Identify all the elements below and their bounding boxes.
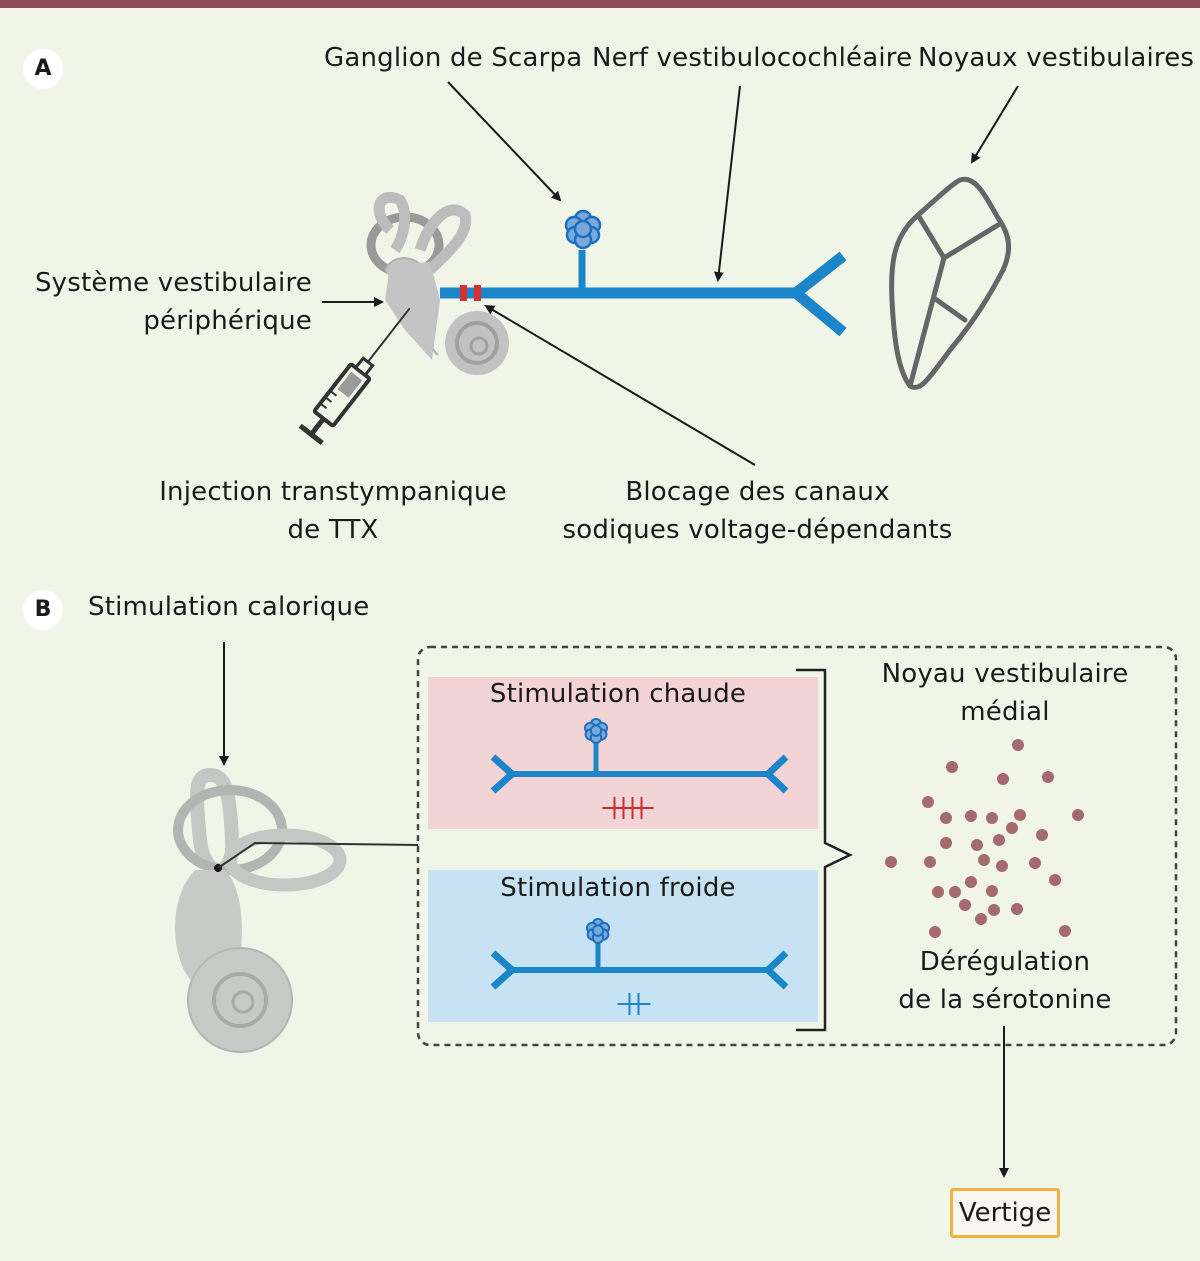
vertigo-outcome-box: Vertige — [950, 1188, 1060, 1238]
serotonin-dot — [971, 839, 983, 851]
label-serotonin-line2: de la sérotonine — [898, 985, 1112, 1015]
cold-stimulation-box — [428, 870, 818, 1022]
vestibular-nuclei-icon — [889, 176, 1012, 390]
label-peripheral-line1: Système vestibulaire — [34, 268, 312, 298]
syringe-icon — [298, 307, 411, 445]
label-ganglion-scarpa: Ganglion de Scarpa — [324, 43, 583, 73]
vestibular-nerve — [440, 250, 847, 337]
inner-ear-icon — [366, 191, 509, 375]
label-medial-nucleus-line2: médial — [960, 697, 1050, 727]
serotonin-dot — [986, 885, 998, 897]
serotonin-dot — [885, 856, 897, 868]
arrow-sodium-block — [484, 304, 756, 466]
label-medial-nucleus-line1: Noyau vestibulaire — [881, 659, 1129, 689]
serotonin-dot — [1012, 739, 1024, 751]
serotonin-dot — [993, 834, 1005, 846]
warm-spike-train — [602, 797, 654, 819]
serotonin-dot — [1072, 809, 1084, 821]
serotonin-dot — [1036, 829, 1048, 841]
warm-nerve — [490, 743, 789, 794]
serotonin-dot — [975, 913, 987, 925]
serotonin-dot — [932, 886, 944, 898]
warm-ganglion-icon — [583, 717, 609, 744]
label-warm-stimulation: Stimulation chaude — [489, 679, 747, 709]
label-vestibular-nuclei: Noyaux vestibulaires — [918, 43, 1195, 73]
label-injection-line1: Injection transtympanique — [159, 477, 507, 507]
serotonin-dot — [924, 856, 936, 868]
serotonin-dot — [1011, 903, 1023, 915]
serotonin-dot — [1029, 857, 1041, 869]
serotonin-dot — [1006, 822, 1018, 834]
bracket — [796, 668, 853, 1032]
arrow-ganglion — [447, 81, 562, 202]
scarpa-ganglion-icon — [564, 209, 602, 250]
serotonin-dot — [965, 876, 977, 888]
serotonin-dot — [965, 810, 977, 822]
serotonin-dot — [940, 837, 952, 849]
label-cold-stimulation: Stimulation froide — [500, 873, 736, 903]
serotonin-dot — [1014, 809, 1026, 821]
label-blocking-line2: sodiques voltage-dépendants — [562, 515, 953, 545]
label-peripheral-line2: périphérique — [143, 306, 312, 336]
serotonin-dot — [949, 886, 961, 898]
arrow-nuclei — [970, 85, 1019, 164]
serotonin-dot — [1042, 771, 1054, 783]
inner-ear-icon — [173, 767, 419, 1053]
serotonin-dot — [997, 773, 1009, 785]
serotonin-dot — [946, 761, 958, 773]
cold-nerve — [490, 941, 789, 990]
label-injection-line2: de TTX — [287, 515, 379, 545]
serotonin-dot — [1059, 925, 1071, 937]
top-accent-bar — [0, 0, 1200, 8]
arrow-nerve — [713, 85, 741, 282]
serotonin-cluster — [885, 739, 1084, 938]
panel-a-badge: A — [23, 49, 63, 89]
label-caloric-stimulation: Stimulation calorique — [88, 592, 370, 622]
serotonin-dot — [929, 926, 941, 938]
serotonin-dot — [959, 899, 971, 911]
cold-ganglion-icon — [585, 917, 611, 944]
label-vestibulocochlear-nerve: Nerf vestibulocochléaire — [592, 43, 913, 73]
serotonin-dot — [940, 812, 952, 824]
serotonin-dot — [922, 796, 934, 808]
serotonin-dot — [988, 904, 1000, 916]
serotonin-dot — [1049, 874, 1061, 886]
serotonin-dot — [978, 854, 990, 866]
sodium-block-marker — [474, 285, 481, 301]
serotonin-dot — [996, 860, 1008, 872]
serotonin-dot — [986, 812, 998, 824]
sodium-block-marker — [460, 285, 467, 301]
nucleus-region-border — [416, 645, 1178, 1047]
panel-b-badge: B — [23, 590, 63, 630]
label-blocking-line1: Blocage des canaux — [625, 477, 890, 507]
cold-spike-train — [617, 993, 651, 1015]
label-serotonin-line1: Dérégulation — [919, 947, 1091, 977]
